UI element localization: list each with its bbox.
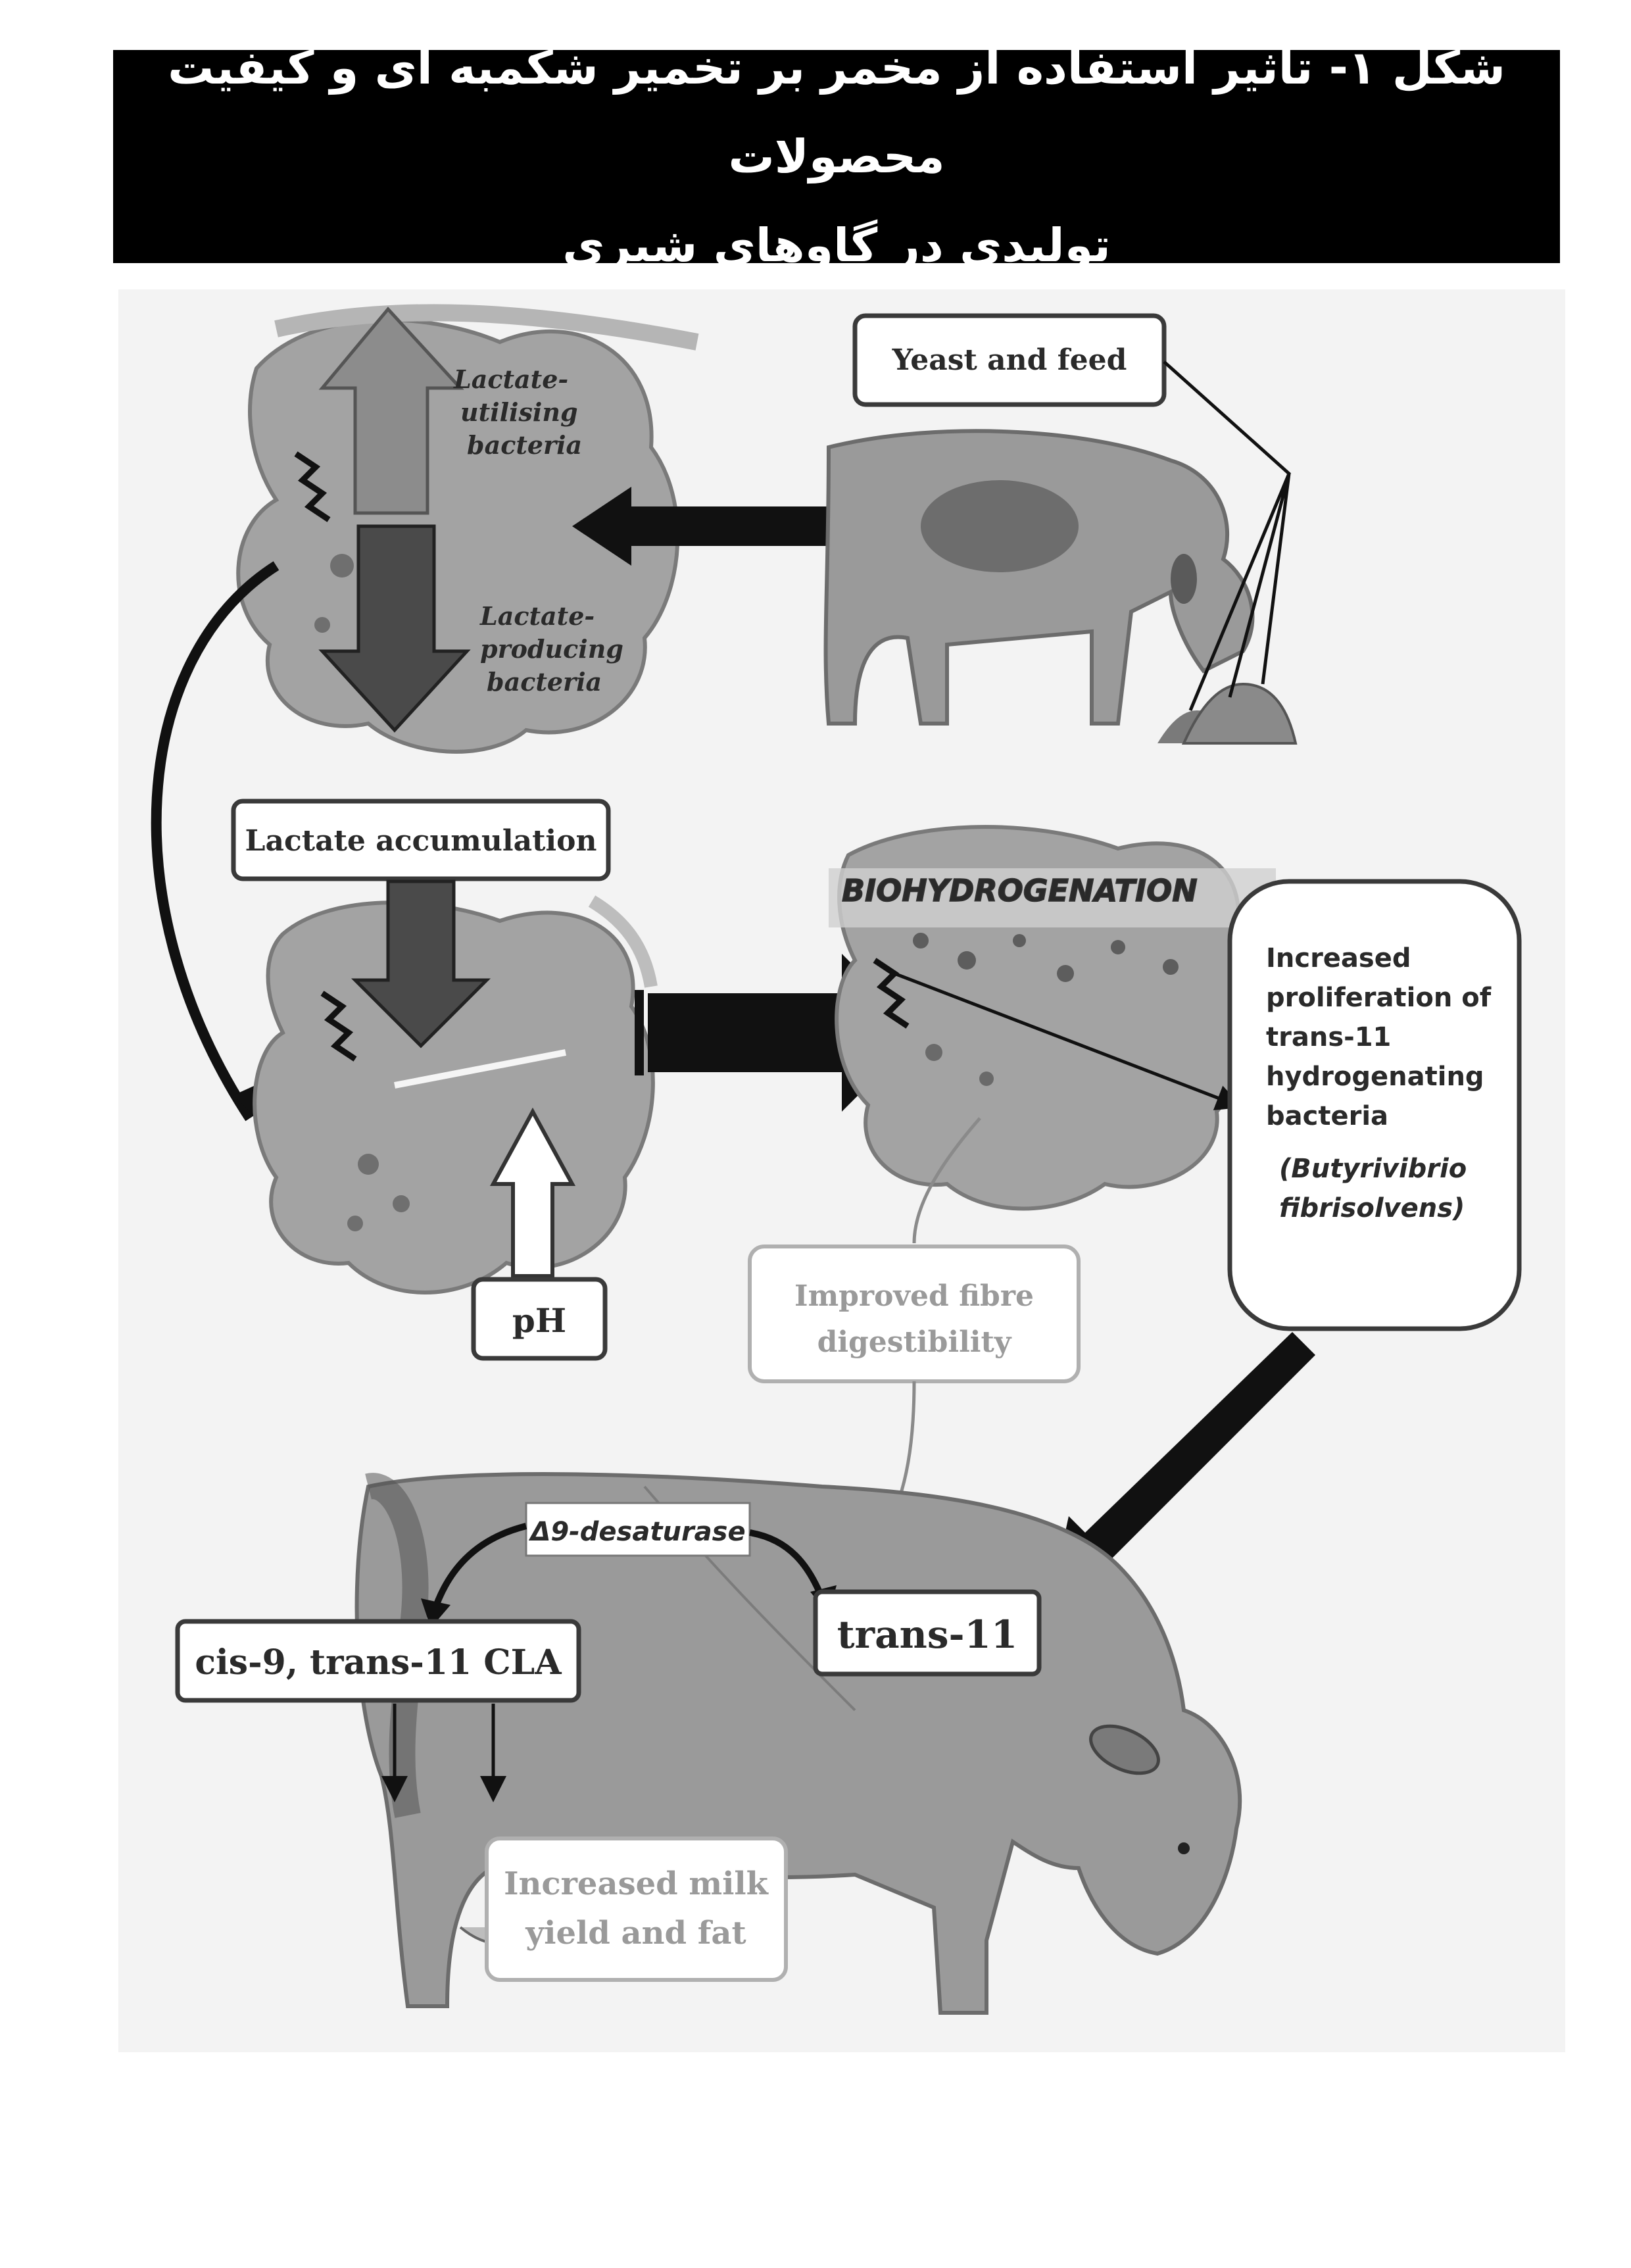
figure-title: شکل ۱- تاثیر استفاده از مخمر بر تخمیر شک… [113,41,1560,272]
yeast-feed-label-box: Yeast and feed [852,313,1291,711]
lactate-utilising-line-3: bacteria [467,430,582,460]
ph-label: pH [512,1301,566,1340]
lactate-accumulation-label: Lactate accumulation [245,824,597,858]
biohydrogenation-label: BIOHYDROGENATION [842,873,1198,908]
cow-top-right [823,429,1298,745]
improved-fibre-line-1: Improved fibre [794,1279,1034,1313]
curved-flow-arrow [151,561,280,1122]
figure-title-line-2: تولیدی در گاوهای شیری [562,218,1111,272]
milk-yield-label-box: Increased milk yield and fat [485,1837,788,1982]
improved-fibre-line-2: digestibility [817,1325,1012,1359]
arrow-tail-mark [635,990,644,1075]
proliferation-line-3: trans-11 [1266,1022,1391,1052]
cla-label: cis-9, trans-11 CLA [195,1642,562,1683]
ph-up-arrow [489,1107,576,1278]
yeast-feed-label: Yeast and feed [892,343,1127,377]
lactate-producing-down-arrow [318,524,471,733]
improved-fibre-label-box: Improved fibre digestibility [748,1245,1081,1383]
trans11-label: trans-11 [837,1612,1018,1657]
proliferation-line-4: hydrogenating [1266,1062,1484,1092]
proliferation-line-7: fibrisolvens) [1279,1193,1465,1223]
milk-yield-line-1: Increased milk [504,1865,769,1902]
desaturase-to-trans11-arrow [749,1529,825,1600]
fibre-connector-top [912,1117,981,1244]
lactate-producing-line-2: producing [480,634,623,664]
desaturase-label-box: Δ9-desaturase [525,1502,751,1557]
rumen-middle-right [829,825,1276,1211]
ph-label-box: pH [471,1277,608,1361]
proliferation-line-6: (Butyrivibrio [1279,1154,1467,1184]
trans11-label-box: trans-11 [813,1589,1042,1677]
rumen-top-left [236,304,699,754]
figure-title-line-1: شکل ۱- تاثیر استفاده از مخمر بر تخمیر شک… [168,40,1505,184]
proliferation-label-box: Increased proliferation of trans-11 hydr… [1227,879,1522,1331]
proliferation-line-2: proliferation of [1266,983,1492,1013]
lactate-utilising-line-1: Lactate- [453,364,568,394]
proliferation-line-1: Increased [1266,943,1411,974]
lactate-utilising-line-2: utilising [460,397,578,427]
cla-label-box: cis-9, trans-11 CLA [175,1619,581,1703]
milk-yield-line-2: yield and fat [525,1915,746,1952]
proliferation-line-5: bacteria [1266,1101,1388,1131]
desaturase-label: Δ9-desaturase [528,1517,745,1547]
lactate-utilising-up-arrow [318,307,464,515]
desaturase-to-cla-arrow [431,1523,527,1613]
lactate-accumulation-label-box: Lactate accumulation [231,799,611,881]
proliferation-to-trans11-arrow [1052,1332,1315,1592]
lactate-producing-line-3: bacteria [487,667,602,697]
lactate-producing-line-1: Lactate- [479,601,595,631]
lactate-accumulation-arrow [351,879,491,1048]
